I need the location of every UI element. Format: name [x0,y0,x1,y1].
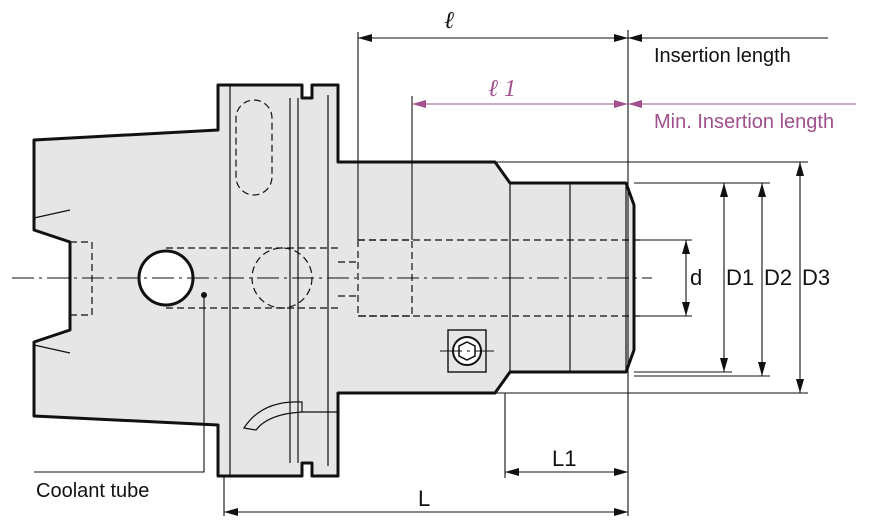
label-min-insertion-length: Min. Insertion length [654,111,834,133]
label-l1: ℓ 1 [488,76,516,102]
arrow-L1-right [614,468,628,476]
arrow-L-right [614,508,628,516]
holder-body-outline [32,83,636,478]
arrow-d-top [682,240,690,254]
arrow-L1-left [505,468,519,476]
arrow-D2-bottom [758,362,766,376]
label-d: d [690,265,702,290]
set-screw-hex-socket [458,341,476,361]
arrow-D3-top [796,162,804,176]
label-L: L [418,486,430,511]
arrow-D1-top [720,183,728,197]
arrow-l-right [614,34,628,42]
label-coolant-tube: Coolant tube [36,480,149,502]
label-D2: D2 [764,265,792,290]
label-l: ℓ [444,8,454,34]
label-D3: D3 [802,265,830,290]
slot-edge-top [33,209,71,219]
arrow-l1-right [614,100,628,108]
arrow-l1-left [412,100,426,108]
arrow-min-insertion-tip [628,100,642,108]
arrow-D1-bottom [720,358,728,372]
slot-edge-bottom [33,344,71,354]
arrow-D2-top [758,183,766,197]
label-insertion-length: Insertion length [654,45,791,67]
leader-coolant-tube [34,295,205,473]
drive-key-slot-hidden [235,99,273,196]
drive-key-slot-bottom [243,401,303,431]
arrow-insertion-tip [628,34,642,42]
arrow-D3-bottom [796,379,804,393]
arrow-d-bottom [682,302,690,316]
arrow-L-left [224,508,238,516]
label-D1: D1 [726,265,754,290]
label-L1: L1 [552,446,576,471]
arrow-l-left [358,34,372,42]
